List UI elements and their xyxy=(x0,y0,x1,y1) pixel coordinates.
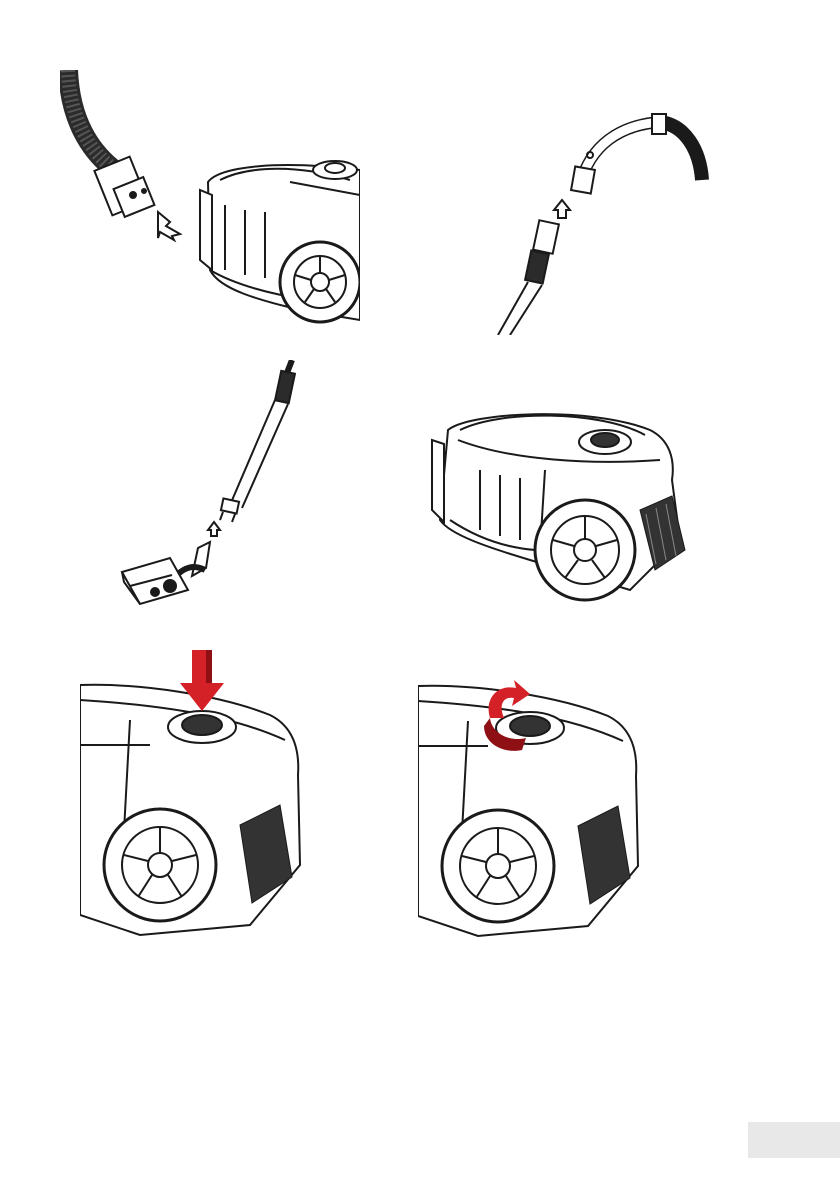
vacuum-cleaner-icon xyxy=(432,414,685,600)
telescopic-tube-icon xyxy=(220,360,295,522)
vacuum-top-icon xyxy=(80,685,300,935)
hose-icon xyxy=(68,70,154,217)
figure-press-button xyxy=(80,645,310,940)
figure-rotate-dial xyxy=(418,676,648,940)
insert-arrow-icon xyxy=(158,212,180,240)
figure-assembled-vacuum xyxy=(410,400,700,615)
up-arrow-icon xyxy=(554,200,570,218)
vacuum-body-icon xyxy=(200,161,360,322)
tube-icon xyxy=(498,220,559,335)
page-number-tab xyxy=(748,1122,840,1158)
handle-icon xyxy=(571,114,702,194)
floor-nozzle-icon xyxy=(122,542,210,604)
vacuum-top-icon xyxy=(418,686,638,936)
figure-handle-to-tube xyxy=(480,110,710,335)
figure-hose-to-vacuum xyxy=(60,70,360,340)
up-arrow-icon xyxy=(208,522,220,536)
figure-tube-to-nozzle xyxy=(110,360,320,615)
